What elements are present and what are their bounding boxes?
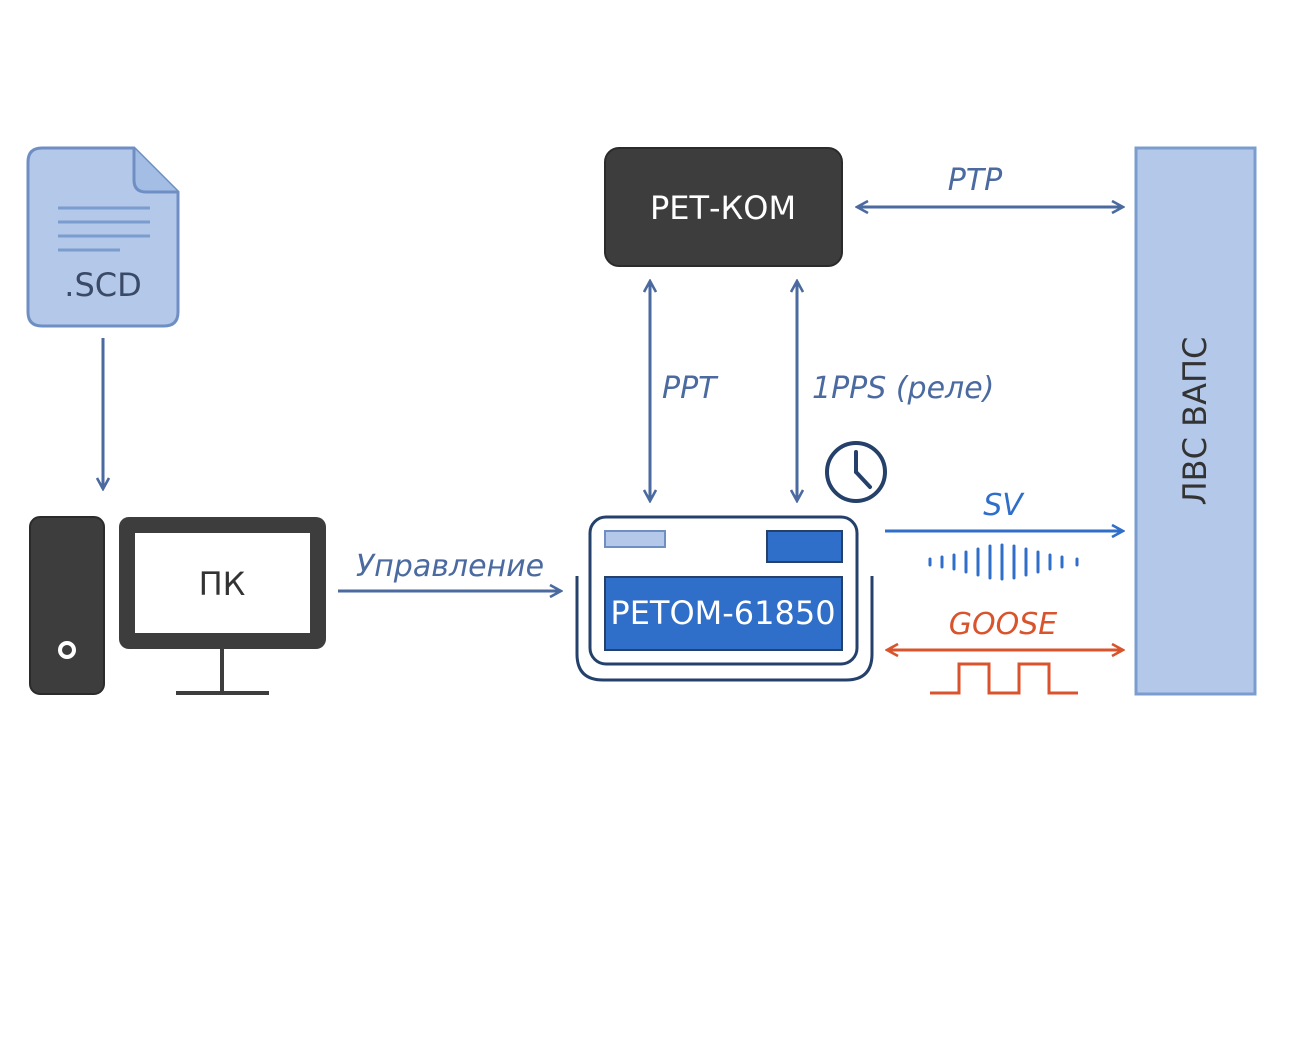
lan-bar [1134, 146, 1257, 696]
document-lines [58, 206, 150, 252]
scd-file-node: .SCD [26, 146, 180, 328]
ret-kom-node: РЕТ-КОМ [604, 147, 843, 267]
retom-node: РЕТОМ-61850 [575, 515, 874, 682]
pc-node: ПК [29, 516, 326, 695]
power-button-icon [58, 641, 76, 659]
sv-waveform-icon [928, 543, 1079, 581]
retom-indicator-right [766, 530, 843, 563]
retom-label: РЕТОМ-61850 [610, 594, 835, 632]
sv-label: SV [983, 488, 1025, 523]
clock-icon [825, 441, 887, 503]
pc-screen [135, 533, 310, 633]
pps-label: 1PPS (реле) [812, 371, 994, 406]
document-fold [132, 148, 178, 194]
control-label: Управление [356, 549, 544, 584]
pc-label: ПК [199, 565, 246, 603]
scd-file-label: .SCD [64, 266, 141, 304]
goose-label: GOOSE [949, 607, 1058, 642]
pc-tower [29, 516, 105, 695]
retom-display [604, 576, 843, 651]
retom-outer-frame [575, 576, 874, 682]
goose-pulse-icon [930, 662, 1078, 695]
lan-node: ЛВС ВАПС [1134, 146, 1257, 696]
ret-kom-label: РЕТ-КОМ [650, 189, 796, 227]
lan-label: ЛВС ВАПС [1176, 337, 1214, 506]
retom-indicator-left [604, 530, 666, 548]
ret-kom-box [604, 147, 843, 267]
desktop-computer-icon [29, 516, 326, 695]
ptp-label: PTP [948, 163, 1003, 198]
ppt-label: PPT [662, 371, 719, 406]
